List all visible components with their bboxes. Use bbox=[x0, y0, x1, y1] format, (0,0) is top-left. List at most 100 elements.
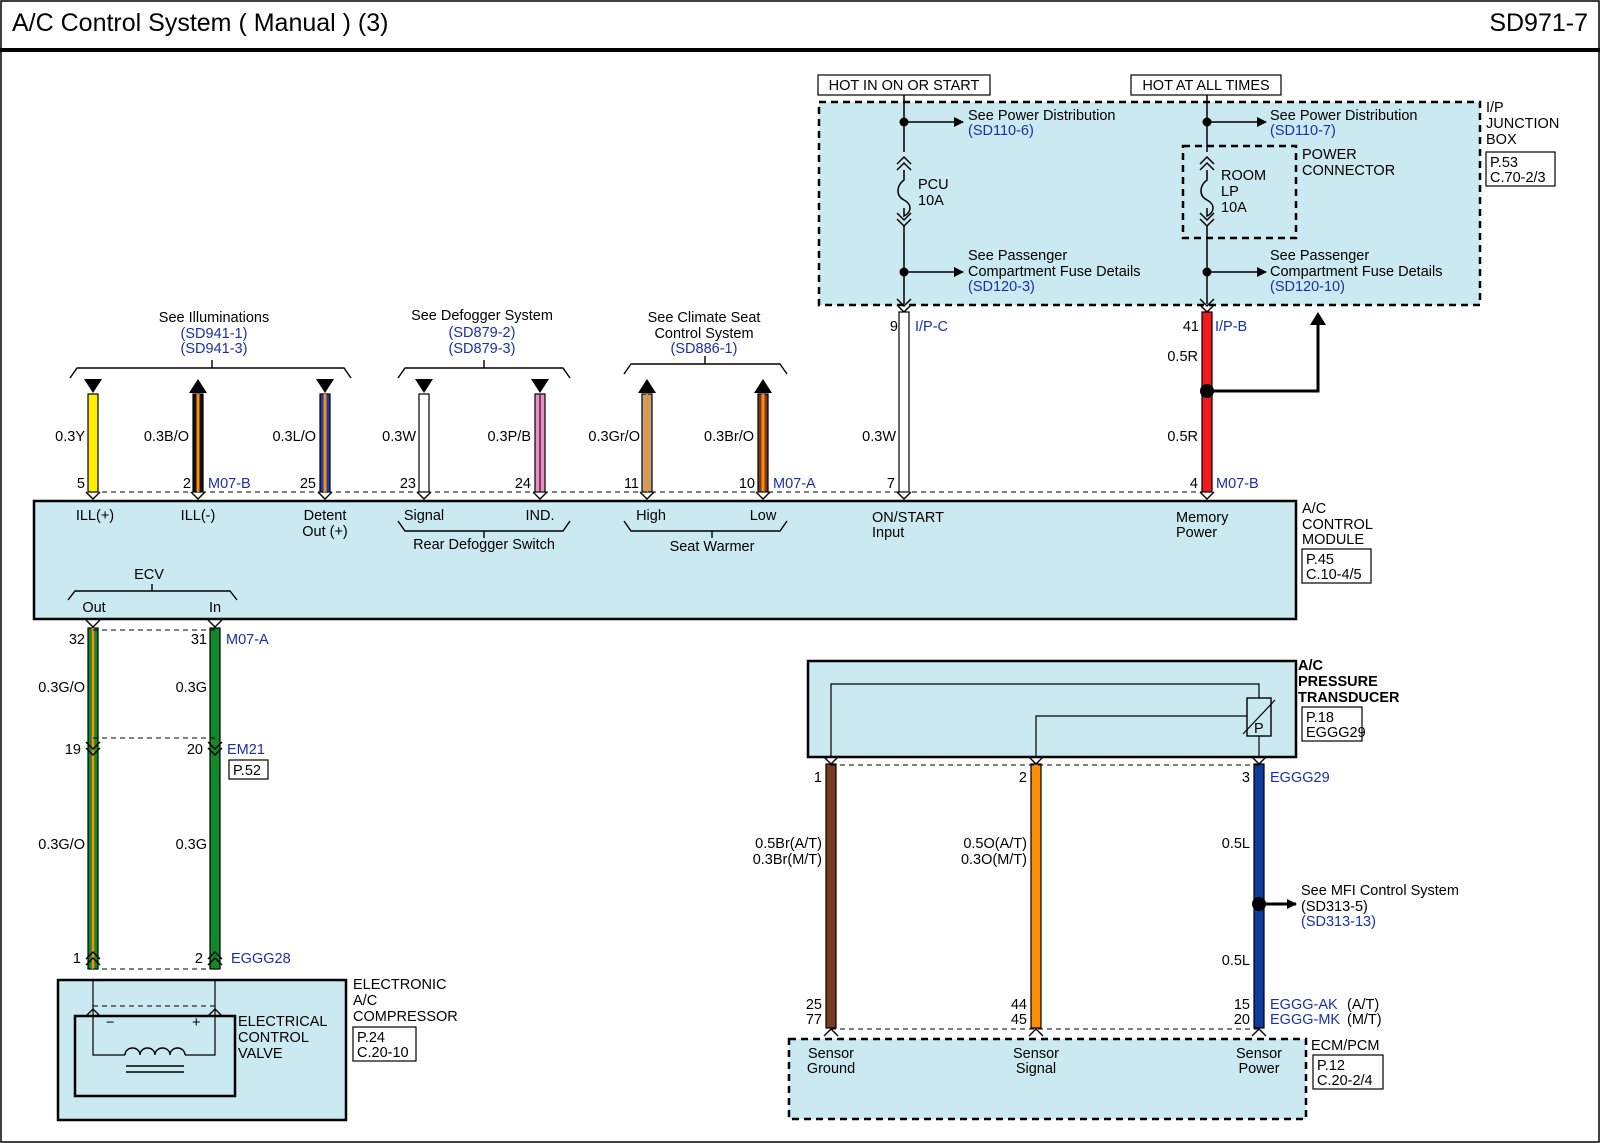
seat-ref[interactable]: (SD886-1) bbox=[671, 341, 738, 357]
defog-ref-1[interactable]: (SD879-2) bbox=[449, 325, 516, 341]
group-seat-warmer: Seat Warmer bbox=[670, 539, 755, 555]
ecv-in: In bbox=[209, 600, 221, 616]
transducer-conn: EGGG29 bbox=[1306, 725, 1366, 741]
pin-label: 23 bbox=[400, 476, 416, 492]
upper-wire-labels: 9 I/P-C 41 I/P-B 0.5R 0.3Y 0.3B/O 0.3L/O… bbox=[55, 319, 1259, 492]
module-page-box bbox=[1301, 548, 1372, 584]
power-connector-box bbox=[1181, 144, 1298, 240]
fuse-right-amp: 10A bbox=[1221, 200, 1247, 216]
wire-spec: 0.3L/O bbox=[272, 429, 316, 445]
ref-passenger-left[interactable]: (SD120-3) bbox=[968, 279, 1035, 295]
ac-control-module: ILL(+) ILL(-) Detent Out (+) Signal IND.… bbox=[32, 499, 1373, 621]
ip-junction-box: HOT IN ON OR START HOT AT ALL TIMES See … bbox=[817, 74, 1559, 314]
connector-label[interactable]: EGGG29 bbox=[1270, 770, 1330, 786]
connector-label[interactable]: EM21 bbox=[227, 742, 265, 758]
wire-spec: 0.3G bbox=[176, 680, 207, 696]
conn-page-box bbox=[228, 759, 269, 780]
wire-spec: 0.3Br/O bbox=[704, 429, 754, 445]
mfi-title: See MFI Control System bbox=[1301, 883, 1459, 899]
wire-spec: 0.5O(A/T) bbox=[963, 836, 1027, 852]
connector-label[interactable]: EGGG28 bbox=[231, 951, 291, 967]
see-passenger-right-2: Compartment Fuse Details bbox=[1270, 264, 1442, 280]
hot-all-label-box bbox=[1130, 74, 1282, 96]
pin-label: 45 bbox=[1011, 1012, 1027, 1028]
reference-brackets: See Illuminations (SD941-1) (SD941-3) Se… bbox=[69, 308, 788, 379]
pin-label: 1 bbox=[73, 951, 81, 967]
pin-label: 32 bbox=[69, 632, 85, 648]
connector-label[interactable]: M07-B bbox=[1216, 476, 1259, 492]
mfi-ref-1[interactable]: (SD313-5) bbox=[1301, 899, 1368, 915]
connector-label[interactable]: EGGG-MK bbox=[1270, 1012, 1340, 1028]
transducer-page: P.18 bbox=[1306, 710, 1334, 726]
minus-icon: − bbox=[106, 1015, 114, 1031]
wire-spec: 0.5R bbox=[1167, 349, 1198, 365]
wire-spec: 0.3G bbox=[176, 837, 207, 853]
fuse-icon bbox=[897, 170, 911, 218]
ecm-pin-function-2: Ground bbox=[807, 1061, 855, 1077]
compressor-box bbox=[56, 978, 348, 1122]
pressure-symbol: P bbox=[1254, 721, 1264, 737]
ref-power-left[interactable]: (SD110-6) bbox=[968, 123, 1034, 139]
pin-label: 31 bbox=[191, 632, 207, 648]
wire-yellow bbox=[87, 393, 99, 493]
compressor-name: ELECTRONIC bbox=[353, 977, 446, 993]
transducer-name: A/C bbox=[1298, 658, 1324, 674]
wire-orange bbox=[1030, 763, 1042, 1029]
connector-label[interactable]: I/P-B bbox=[1215, 319, 1247, 335]
fuse-right-name-2: LP bbox=[1221, 184, 1239, 200]
arrow-down-icon bbox=[84, 379, 102, 393]
pin-label: 20 bbox=[187, 742, 203, 758]
wire-spec: 0.3P/B bbox=[487, 429, 531, 445]
conn-page: P.52 bbox=[233, 763, 261, 779]
wire-spec: 0.3G/O bbox=[38, 680, 85, 696]
arrow-up-icon bbox=[638, 379, 656, 393]
pin-label: 5 bbox=[77, 476, 85, 492]
wire-spec-2: 0.3Br(M/T) bbox=[753, 852, 822, 868]
ecm-pin-function: Sensor bbox=[1013, 1046, 1059, 1062]
pin-function: Signal bbox=[404, 508, 444, 524]
see-passenger-left-2: Compartment Fuse Details bbox=[968, 264, 1140, 280]
ecm-pin-function-2: Signal bbox=[1016, 1061, 1056, 1077]
fuse-left-name: PCU bbox=[918, 177, 949, 193]
pin-label: 1 bbox=[814, 770, 822, 786]
ref-power-right[interactable]: (SD110-7) bbox=[1270, 123, 1336, 139]
junction-box-page-box bbox=[1485, 151, 1556, 187]
pin-label: 24 bbox=[515, 476, 531, 492]
connector-label[interactable]: M07-A bbox=[773, 476, 816, 492]
connector-label[interactable]: M07-B bbox=[208, 476, 251, 492]
pin-label: 20 bbox=[1234, 1012, 1250, 1028]
junction-box-page: P.53 bbox=[1490, 155, 1518, 171]
illum-ref-1[interactable]: (SD941-1) bbox=[181, 326, 248, 342]
pin-function-2: Power bbox=[1176, 525, 1217, 541]
arrow-up-icon bbox=[189, 379, 207, 393]
pin-function: ILL(-) bbox=[181, 508, 216, 524]
hot-run-label: HOT IN ON OR START bbox=[829, 78, 980, 94]
compressor-wiring: 32 31 M07-A 0.3G/O 0.3G 19 20 EM21 P.52 … bbox=[38, 619, 458, 1122]
illum-ref-2[interactable]: (SD941-3) bbox=[181, 341, 248, 357]
plus-icon: + bbox=[192, 1015, 200, 1031]
pin-label: 11 bbox=[624, 476, 639, 492]
wire-spec: 0.3Gr/O bbox=[588, 429, 640, 445]
connector-label[interactable]: M07-A bbox=[226, 632, 269, 648]
ecm-pin-function: Sensor bbox=[808, 1046, 854, 1062]
pin-label: 2 bbox=[1019, 770, 1027, 786]
pin-label: 9 bbox=[890, 319, 898, 335]
page-title: A/C Control System ( Manual ) (3) bbox=[12, 9, 389, 37]
ref-passenger-right[interactable]: (SD120-10) bbox=[1270, 279, 1345, 295]
defog-ref-2[interactable]: (SD879-3) bbox=[449, 341, 516, 357]
connector-label[interactable]: EGGG-AK bbox=[1270, 997, 1338, 1013]
pin-function: Memory bbox=[1176, 510, 1229, 526]
fuse-left-amp: 10A bbox=[918, 193, 944, 209]
compressor-conn: C.20-10 bbox=[357, 1045, 409, 1061]
wire-green bbox=[209, 627, 221, 970]
ecm-pcm: Sensor Ground Sensor Signal Sensor Power… bbox=[787, 1037, 1384, 1121]
ecm-pin-function: Sensor bbox=[1236, 1046, 1282, 1062]
ecv-title: ECV bbox=[134, 567, 164, 583]
connector-label[interactable]: I/P-C bbox=[915, 319, 948, 335]
diagram-code: SD971-7 bbox=[1489, 9, 1588, 37]
pin-label: 25 bbox=[300, 476, 316, 492]
wire-spec: 0.3Y bbox=[55, 429, 85, 445]
arrow-up-icon bbox=[1310, 312, 1326, 325]
mfi-ref-2[interactable]: (SD313-13) bbox=[1301, 914, 1376, 930]
junction-box-conn: C.70-2/3 bbox=[1490, 170, 1546, 186]
